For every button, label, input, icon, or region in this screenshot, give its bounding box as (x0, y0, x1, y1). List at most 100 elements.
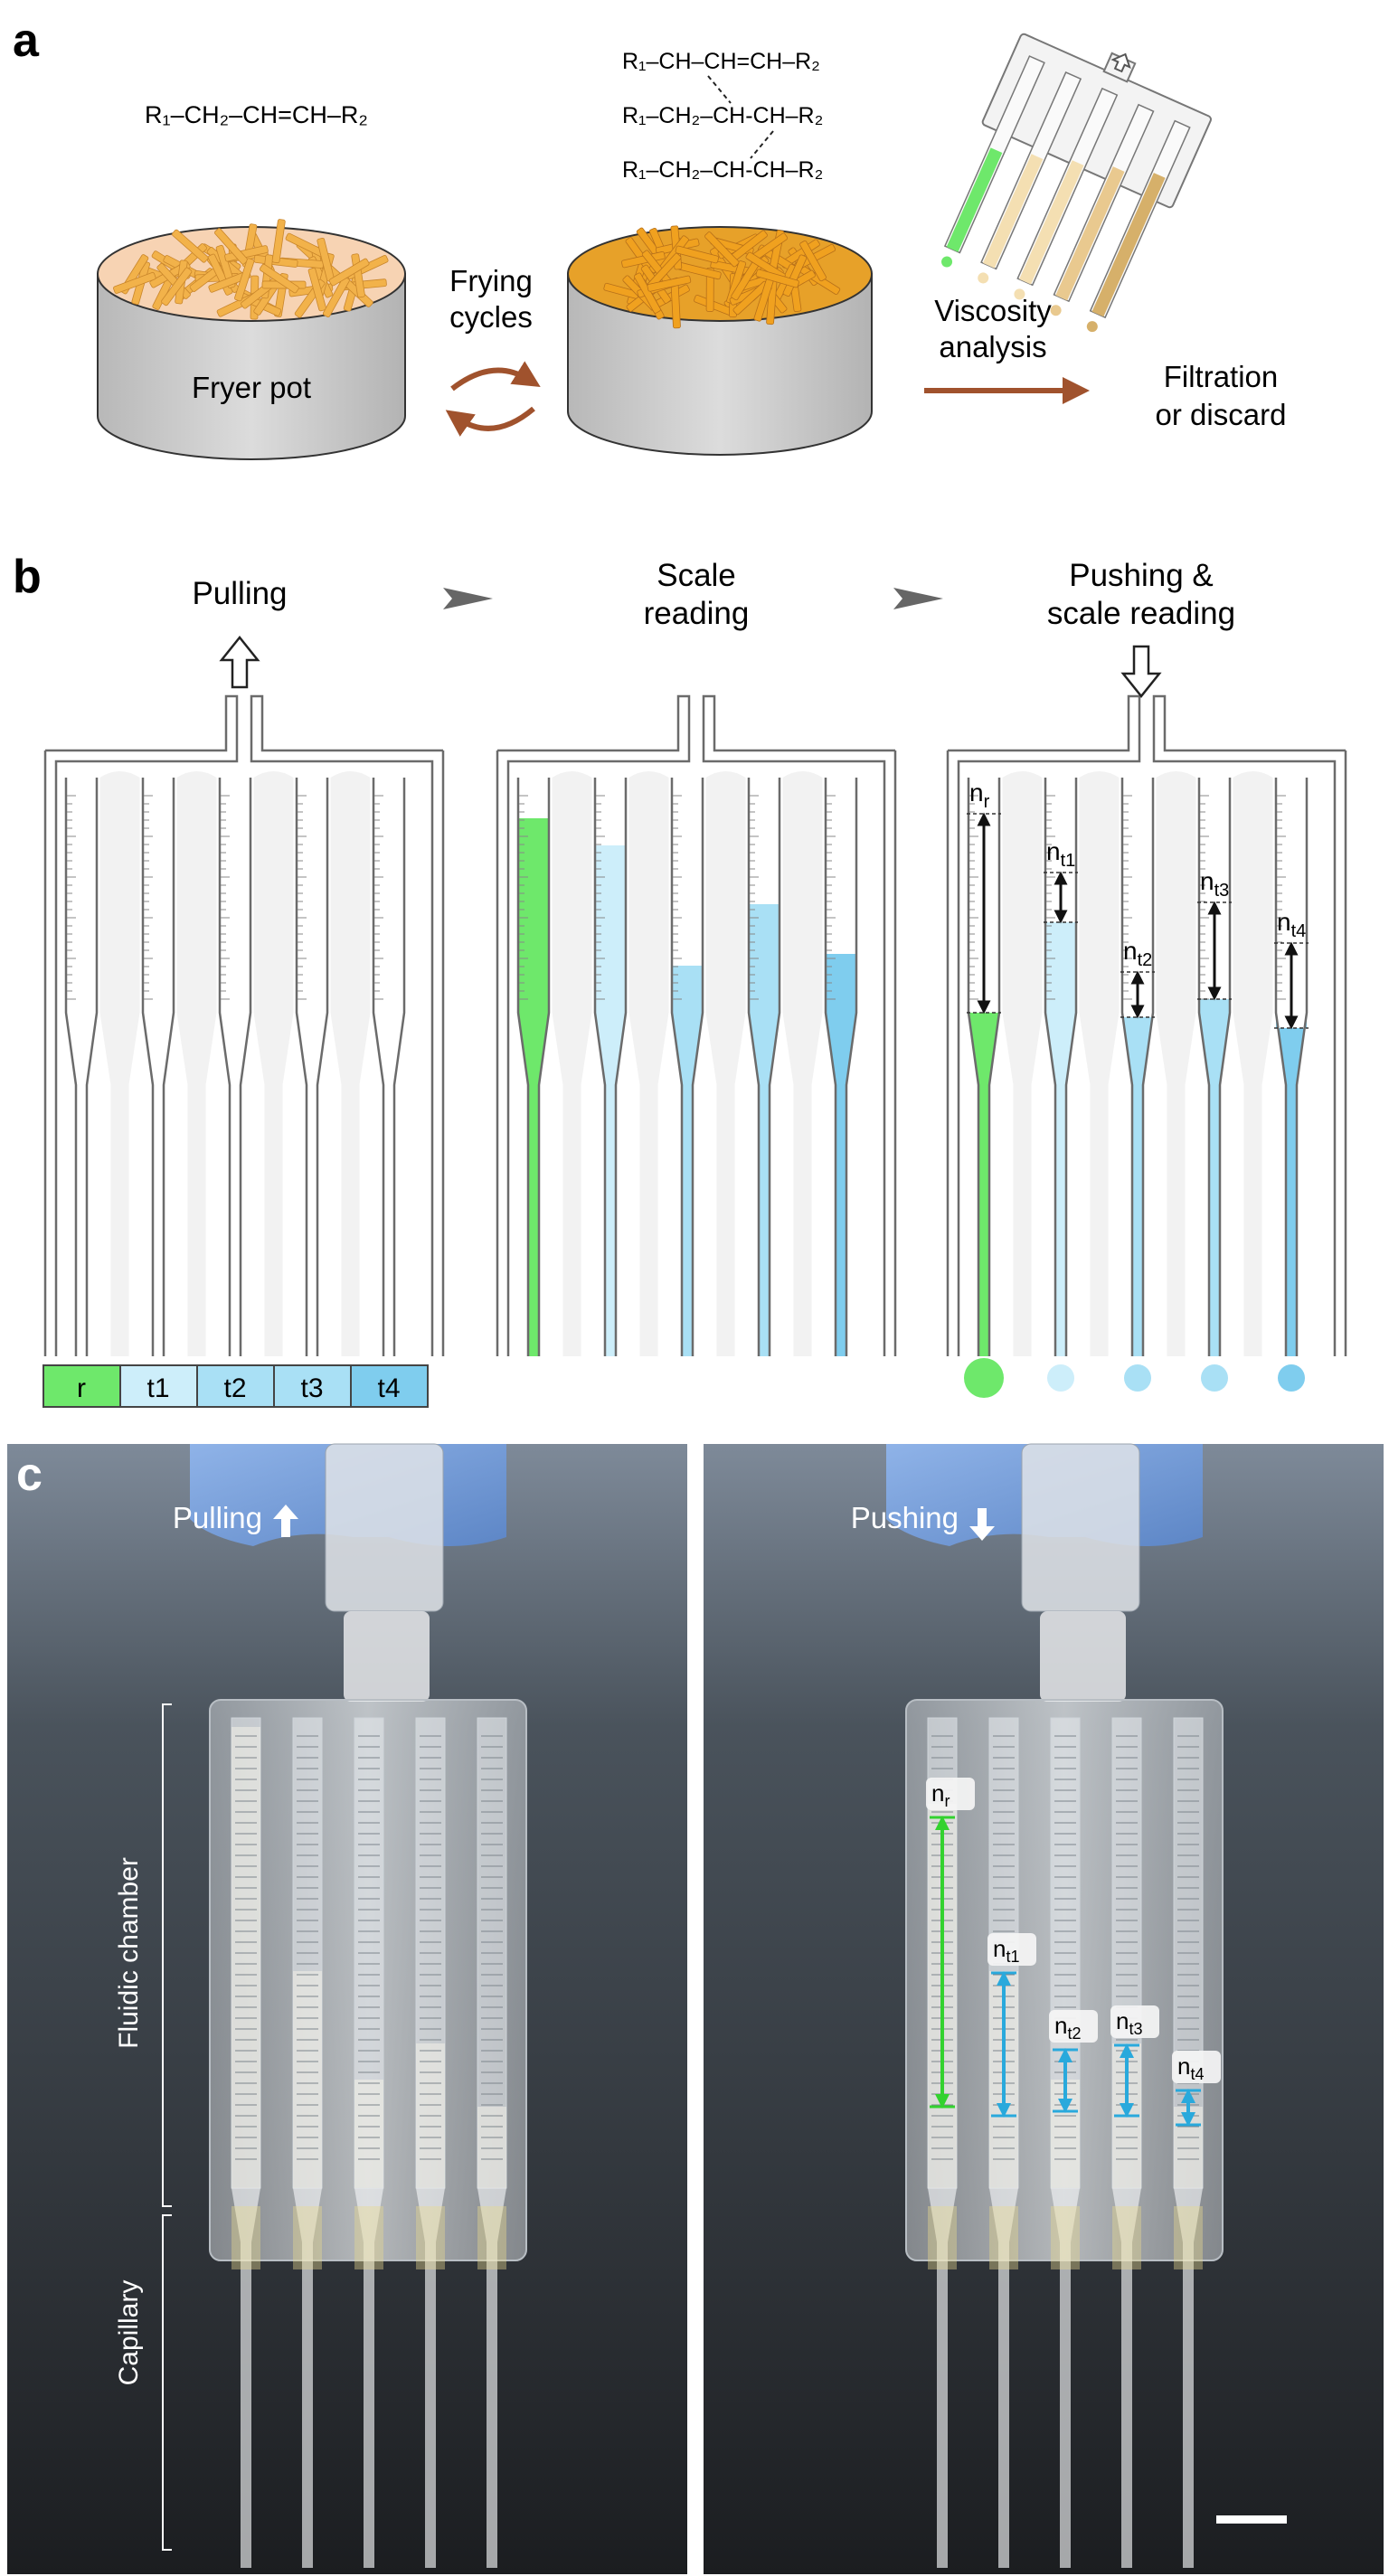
pull-up-arrow-icon (219, 635, 260, 689)
chamber-tube (64, 778, 99, 1356)
pot-label: Fryer pot (192, 371, 311, 404)
panel-c-letter: c (16, 1448, 43, 1501)
photo-measure-subscript: r (944, 1792, 950, 1810)
tube-fluid (518, 818, 549, 1356)
measure-label: nr (969, 778, 990, 812)
chamber-bracket (162, 1703, 172, 2207)
divider (253, 771, 294, 1356)
cycle-arrow-top-icon (450, 361, 541, 392)
formula-single: R₁–CH₂–CH=CH–R₂ (145, 101, 368, 128)
mini-drop (978, 272, 989, 284)
measure-subscript: t2 (1138, 950, 1153, 970)
fry-stick (782, 254, 808, 297)
chamber-tube (516, 778, 551, 1356)
capillary-bracket (162, 2214, 172, 2551)
tube-fluid (1122, 1013, 1153, 1356)
divider (782, 771, 823, 1356)
photo-capillary (1174, 2188, 1203, 2568)
tube-fluid (749, 904, 780, 1356)
panel-b: b Pulling Scale reading Pushing & scale … (13, 551, 1347, 1408)
measure-subscript: t4 (1291, 921, 1307, 941)
outcome-label-2: or discard (1156, 398, 1287, 431)
well (43, 1364, 121, 1408)
fry-stick (224, 245, 269, 262)
fryer-pot-raw: Fryer pot (97, 219, 406, 460)
photo-capillary (1051, 2188, 1080, 2568)
photo-oil (1112, 2206, 1141, 2269)
droplet (1047, 1364, 1074, 1392)
step3-label-2: scale reading (1047, 596, 1235, 631)
chamber-tube (1044, 778, 1078, 1356)
mini-tube-fluid (1019, 160, 1084, 285)
fry-stick (328, 258, 370, 287)
fry-stick (704, 231, 740, 268)
tube-fluid (826, 954, 856, 1356)
photo-label-box (1172, 2051, 1221, 2083)
droplet (1124, 1364, 1151, 1392)
fry-stick (621, 250, 666, 269)
photo-liquid (354, 2080, 383, 2188)
step-arrow-1-icon (443, 588, 493, 609)
cycle-arrow-bottom-icon (445, 406, 535, 437)
panel-a-letter: a (13, 14, 40, 67)
photo-oil (232, 2206, 260, 2269)
well-label: t3 (300, 1373, 323, 1403)
divider (1079, 771, 1120, 1356)
photo-liquid (477, 2107, 506, 2188)
step2-label-2: reading (644, 596, 750, 631)
well (350, 1364, 429, 1408)
photo-measure-subscript: t3 (1129, 2020, 1142, 2038)
fry-stick (214, 228, 249, 265)
divider (330, 771, 371, 1356)
photo-capillary (1112, 2188, 1141, 2568)
photo-label-box (1110, 2005, 1159, 2038)
mini-tube-fluid (1091, 173, 1166, 317)
measure-label: nt1 (1046, 837, 1075, 871)
tube-fluid (1276, 1013, 1307, 1356)
fry-stick (647, 275, 692, 292)
tube-fluid (1199, 999, 1230, 1356)
divider (1002, 771, 1043, 1356)
chamber-tube (967, 778, 1001, 1356)
photo-capillary (293, 2188, 322, 2568)
device-frame (45, 694, 443, 1356)
divider (99, 771, 140, 1356)
photo-capillary (989, 2188, 1018, 2568)
chamber-tube (218, 778, 252, 1356)
photo-measure-subscript: t2 (1067, 2024, 1081, 2043)
chamber-tube (1120, 778, 1155, 1356)
photo-capillary (232, 2188, 260, 2568)
well-label: t1 (146, 1373, 169, 1403)
chamber-tube (295, 778, 329, 1356)
droplet (964, 1358, 1004, 1398)
measure-label: nt3 (1200, 867, 1229, 901)
device-pulling (43, 694, 445, 1356)
photo-capillary (416, 2188, 445, 2568)
photo-oil (477, 2206, 506, 2269)
crosslink-dash-1 (707, 75, 732, 104)
scale-bar (1216, 2515, 1287, 2524)
droplet (1278, 1364, 1305, 1392)
tube-fluid (595, 845, 626, 1356)
measure-label: nt4 (1277, 908, 1306, 941)
fryer-pot-fried (567, 225, 873, 456)
well (273, 1364, 352, 1408)
measure-subscript: t1 (1061, 851, 1076, 871)
chamber-tube (670, 778, 704, 1356)
crosslink-dash-2 (750, 130, 774, 159)
photo-oil (416, 2206, 445, 2269)
fries-raw (113, 219, 389, 320)
formula-stack-2: R₁–CH₂–CH-CH–R₂ (622, 103, 823, 128)
pull-arrow-icon (273, 1505, 298, 1537)
viscosity-label-1: Viscosity (934, 294, 1052, 327)
fry-stick (799, 241, 827, 282)
mini-drop (1014, 288, 1025, 300)
fry-stick (307, 267, 326, 312)
cycle-label-1: Frying (449, 264, 533, 297)
chamber-tube (141, 778, 175, 1356)
step-arrow-2-icon (893, 588, 943, 609)
